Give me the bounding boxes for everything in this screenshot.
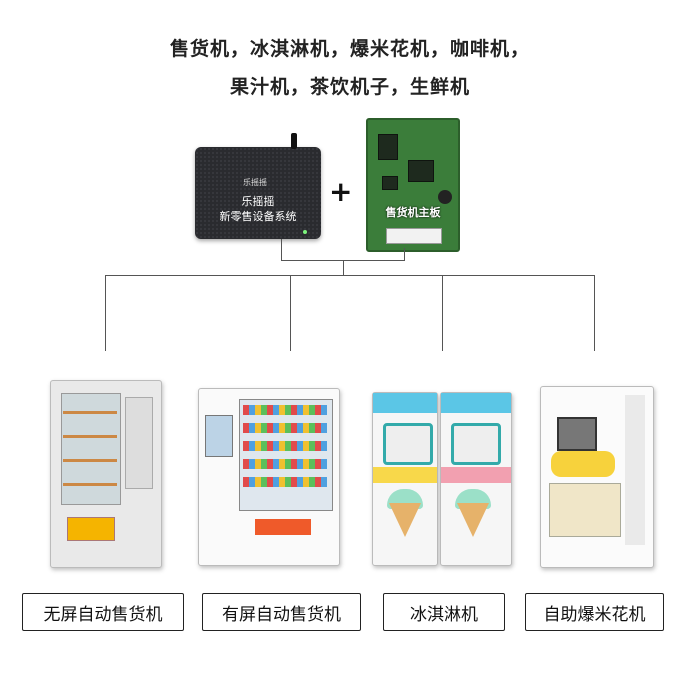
machine-label-no-screen-vending: 无屏自动售货机 — [22, 593, 184, 631]
glass-window — [239, 399, 333, 511]
board-chip — [408, 160, 434, 182]
machine-top — [441, 393, 511, 413]
product-row — [243, 459, 327, 469]
control-panel — [125, 397, 153, 489]
ice-cream-cone — [389, 503, 421, 537]
vending-machine-no-screen-image — [50, 380, 162, 568]
vending-machine-screen-image — [198, 388, 340, 566]
machine-label-ice-cream: 冰淇淋机 — [383, 593, 505, 631]
tree-line — [281, 239, 282, 261]
machine-screen — [451, 423, 501, 465]
board-connector — [386, 228, 442, 244]
product-row — [243, 477, 327, 487]
ice-cream-cone — [457, 503, 489, 537]
system-box-subtitle: 新零售设备系统 — [219, 210, 297, 223]
shelf — [63, 483, 117, 486]
shelf — [63, 459, 117, 462]
tree-line — [404, 248, 405, 261]
shelf — [63, 435, 117, 438]
pickup-tray — [255, 519, 311, 535]
machine-label-screen-vending: 有屏自动售货机 — [202, 593, 361, 631]
tree-line — [442, 275, 443, 351]
ice-cream-machine-image — [372, 392, 438, 566]
machine-screen — [557, 417, 597, 451]
ice-cream-machine-image — [440, 392, 512, 566]
antenna — [291, 133, 297, 149]
system-box-logo: 乐摇摇 — [243, 178, 267, 187]
product-row — [243, 423, 327, 433]
board-capacitor — [438, 190, 452, 204]
popcorn-bin — [549, 483, 621, 537]
side-panel — [625, 395, 645, 545]
popcorn-sign — [551, 451, 615, 477]
tree-line — [290, 275, 291, 351]
machine-label-popcorn: 自助爆米花机 — [525, 593, 664, 631]
led-indicator — [303, 230, 307, 234]
pickup-tray — [67, 517, 115, 541]
color-band — [373, 467, 437, 483]
popcorn-machine-image — [540, 386, 654, 568]
tree-line — [105, 275, 595, 276]
touch-screen — [205, 415, 233, 457]
product-row — [243, 441, 327, 451]
glass-window — [61, 393, 121, 505]
product-row — [243, 405, 327, 415]
board-chip — [382, 176, 398, 190]
tree-line — [105, 275, 106, 351]
tree-line — [594, 275, 595, 351]
tree-line — [343, 260, 344, 276]
shelf — [63, 411, 117, 414]
system-box-image: 乐摇摇 乐摇摇 新零售设备系统 — [195, 133, 321, 239]
headline-line-1: 售货机，冰淇淋机，爆米花机，咖啡机， — [169, 38, 530, 60]
color-band — [441, 467, 511, 483]
board-chip — [378, 134, 398, 160]
plus-sign: + — [329, 175, 353, 208]
mainboard-image: 售货机主板 — [366, 118, 460, 252]
headline-line-2: 果汁机，茶饮机子，生鲜机 — [229, 76, 470, 98]
mainboard-label: 售货机主板 — [385, 206, 441, 219]
system-box-title: 乐摇摇 — [241, 195, 275, 208]
machine-top — [373, 393, 437, 413]
machine-screen — [383, 423, 433, 465]
